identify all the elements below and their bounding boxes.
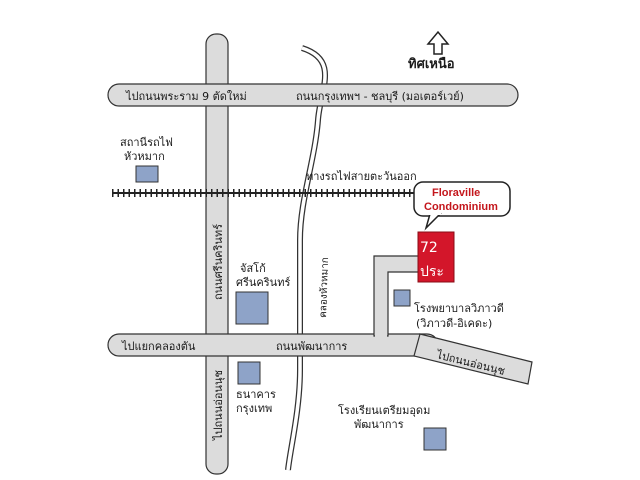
- road-label-pattanakarn: ถนนพัฒนาการ: [276, 340, 347, 353]
- station-label-1: สถานีรถไฟ: [120, 136, 173, 149]
- school-building: [423, 427, 447, 451]
- mall-label-2: ศรีนครินทร์: [236, 276, 290, 289]
- callout-line-2: Condominium: [424, 201, 498, 213]
- bank-label-1: ธนาคาร: [236, 388, 276, 401]
- road-label-onnut-vertical: ไปถนนอ่อนนุช: [212, 370, 225, 441]
- road-label-motorway: ถนนกรุงเทพฯ - ชลบุรี (มอเตอร์เวย์): [296, 90, 464, 103]
- srinakarin-road: [205, 33, 229, 475]
- station-building: [135, 165, 159, 183]
- hospital-label-1: โรงพยาบาลวิภาวดี: [414, 301, 504, 315]
- condo-target: [417, 231, 455, 283]
- hospital-building: [393, 289, 411, 307]
- road-label-klongtan: ไปแยกคลองตัน: [121, 340, 196, 353]
- school-label-1: โรงเรียนเตรียมอุดม: [338, 403, 430, 417]
- road-label-srinakarin: ถนนศรีนครินทร์: [212, 224, 225, 300]
- station-label-2: หัวหมาก: [124, 150, 165, 163]
- condo-target-text-1: 72: [420, 240, 438, 256]
- bank-building: [237, 361, 261, 385]
- north-arrow-icon: [426, 30, 450, 55]
- hospital-label-2: (วิภาวดี-อิเคดะ): [416, 317, 492, 330]
- canal-label: คลองหัวหมาก: [318, 257, 331, 318]
- road-label-rama9: ไปถนนพระราม 9 ตัดใหม่: [125, 90, 247, 103]
- callout-line-1: Floraville: [432, 187, 480, 199]
- north-label: ทิศเหนือ: [408, 56, 455, 72]
- mall-building: [235, 291, 269, 325]
- onnut-branch-road: [413, 333, 533, 385]
- railway-label: ทางรถไฟสายตะวันออก: [306, 170, 417, 183]
- school-label-2: พัฒนาการ: [354, 418, 404, 431]
- mall-label-1: จัสโก้: [240, 261, 266, 275]
- condo-target-text-2: ประ: [420, 264, 444, 280]
- bank-label-2: กรุงเทพ: [236, 402, 272, 415]
- condo-callout: [413, 181, 511, 231]
